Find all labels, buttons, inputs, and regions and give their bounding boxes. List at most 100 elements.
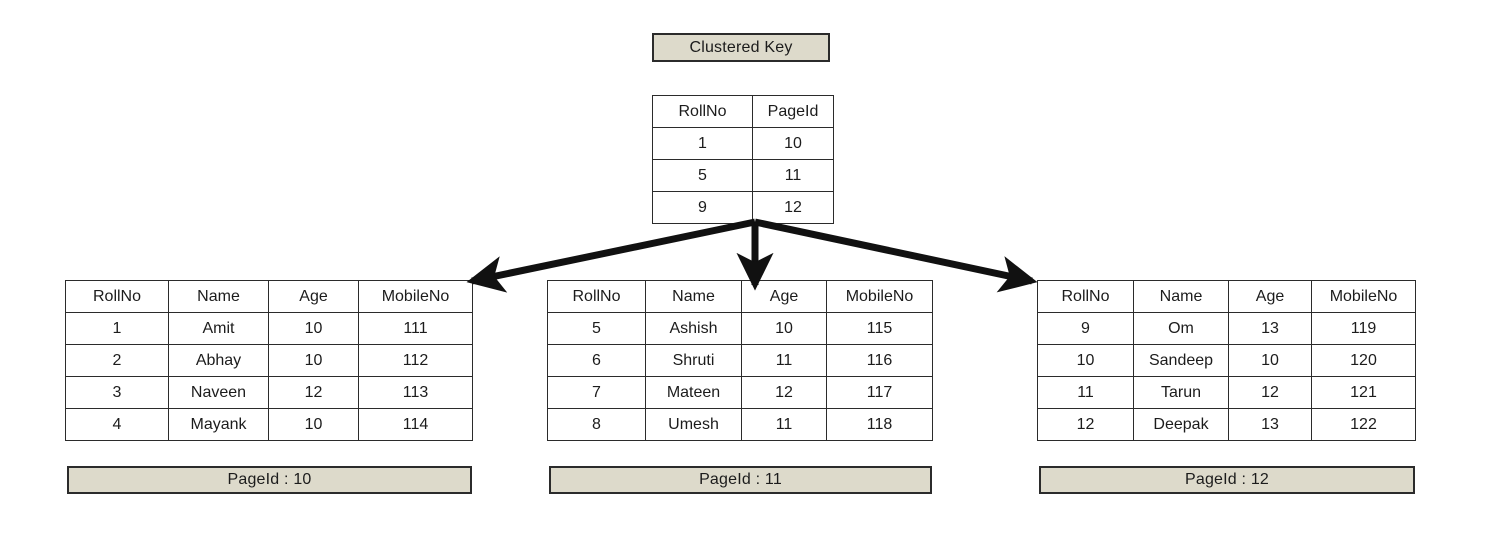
table-cell: Sandeep — [1133, 344, 1229, 377]
table-cell: 9 — [1037, 312, 1134, 345]
table-cell: 117 — [826, 376, 933, 409]
table-cell: 12 — [1228, 376, 1312, 409]
table-cell: Amit — [168, 312, 269, 345]
column-header: Name — [168, 280, 269, 313]
table-cell: Om — [1133, 312, 1229, 345]
column-header: RollNo — [1037, 280, 1134, 313]
arrow-to-page-10 — [466, 218, 756, 293]
table-cell: 12 — [741, 376, 827, 409]
table-cell: 3 — [65, 376, 169, 409]
table-cell: 116 — [826, 344, 933, 377]
table-cell: 120 — [1311, 344, 1416, 377]
page-id-label: PageId : 12 — [1184, 471, 1270, 488]
table-cell: 10 — [268, 312, 359, 345]
column-header: MobileNo — [826, 280, 933, 313]
column-header: MobileNo — [1311, 280, 1416, 313]
table-cell: 13 — [1228, 408, 1312, 441]
table-cell: 11 — [752, 159, 834, 192]
column-header: Age — [1228, 280, 1312, 313]
table-cell: Umesh — [645, 408, 742, 441]
table-cell: 9 — [652, 191, 753, 224]
column-header: Age — [268, 280, 359, 313]
clustered-key-title-banner: Clustered Key — [652, 33, 830, 62]
column-header: PageId — [752, 95, 834, 128]
column-header: MobileNo — [358, 280, 473, 313]
pointer-arrows — [466, 218, 1038, 293]
table-cell: Deepak — [1133, 408, 1229, 441]
table-cell: Shruti — [645, 344, 742, 377]
column-header: Name — [1133, 280, 1229, 313]
table-cell: 1 — [65, 312, 169, 345]
table-cell: Naveen — [168, 376, 269, 409]
table-cell: Mayank — [168, 408, 269, 441]
table-cell: 12 — [268, 376, 359, 409]
table-cell: 10 — [268, 344, 359, 377]
table-cell: 10 — [268, 408, 359, 441]
column-header: RollNo — [65, 280, 169, 313]
table-cell: 122 — [1311, 408, 1416, 441]
table-cell: 113 — [358, 376, 473, 409]
table-cell: 118 — [826, 408, 933, 441]
table-cell: 10 — [752, 127, 834, 160]
column-header: RollNo — [547, 280, 646, 313]
table-cell: 119 — [1311, 312, 1416, 345]
table-cell: 11 — [741, 344, 827, 377]
page-id-label: PageId : 10 — [227, 471, 312, 488]
column-header: Name — [645, 280, 742, 313]
table-cell: 11 — [741, 408, 827, 441]
table-cell: 11 — [1037, 376, 1134, 409]
table-cell: 5 — [652, 159, 753, 192]
clustered-key-title-label: Clustered Key — [689, 38, 793, 56]
table-cell: 6 — [547, 344, 646, 377]
table-cell: 7 — [547, 376, 646, 409]
table-cell: 111 — [358, 312, 473, 345]
table-cell: Mateen — [645, 376, 742, 409]
table-cell: 121 — [1311, 376, 1416, 409]
table-cell: 2 — [65, 344, 169, 377]
table-cell: 13 — [1228, 312, 1312, 345]
data-page-11-footer-banner: PageId : 11 — [549, 466, 932, 494]
data-page-10-footer-banner: PageId : 10 — [67, 466, 472, 494]
table-cell: 10 — [1037, 344, 1134, 377]
table-cell: 1 — [652, 127, 753, 160]
table-cell: 5 — [547, 312, 646, 345]
column-header: Age — [741, 280, 827, 313]
table-cell: 114 — [358, 408, 473, 441]
table-cell: 8 — [547, 408, 646, 441]
data-page-12-footer-banner: PageId : 12 — [1039, 466, 1415, 494]
table-cell: 4 — [65, 408, 169, 441]
table-cell: Ashish — [645, 312, 742, 345]
table-cell: Abhay — [168, 344, 269, 377]
table-cell: Tarun — [1133, 376, 1229, 409]
page-id-label: PageId : 11 — [699, 471, 782, 488]
table-cell: 10 — [741, 312, 827, 345]
table-cell: 12 — [1037, 408, 1134, 441]
